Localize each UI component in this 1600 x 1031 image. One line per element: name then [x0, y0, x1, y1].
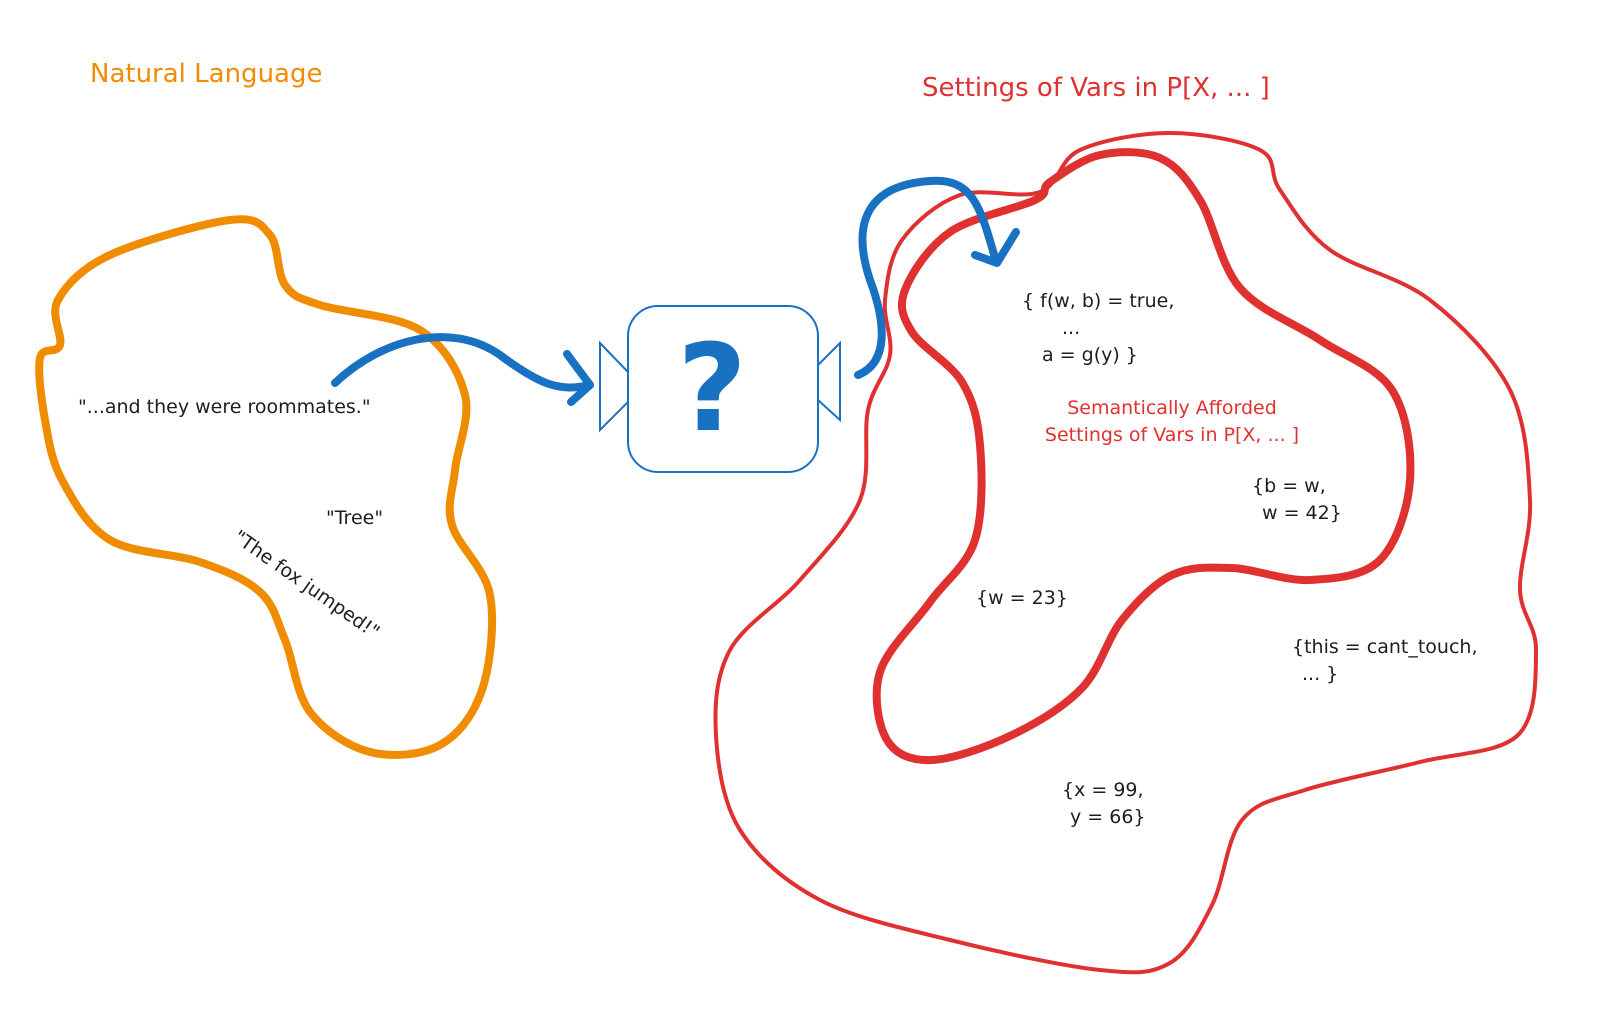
input-funnel-icon [599, 340, 629, 433]
setting-example: ... } [1302, 663, 1338, 685]
output-funnel-icon [817, 340, 841, 423]
afforded-label: Semantically Afforded [1067, 397, 1277, 419]
unknown-model-symbol: ? [677, 320, 747, 459]
setting-example: w = 42} [1262, 502, 1342, 524]
afforded-settings-region [872, 148, 1415, 765]
arrow-to-model [331, 333, 594, 406]
setting-example: {x = 99, [1062, 779, 1144, 801]
settings-title: Settings of Vars in P[X, ... ] [922, 73, 1270, 103]
setting-example: y = 66} [1070, 806, 1146, 828]
setting-example: { f(w, b) = true, [1022, 290, 1174, 312]
natural-language-region [35, 215, 497, 759]
nl-example: "...and they were roommates." [78, 396, 371, 418]
model-box [599, 305, 841, 473]
afforded-label: Settings of Vars in P[X, ... ] [1045, 424, 1299, 446]
setting-example: {w = 23} [976, 587, 1068, 609]
setting-example: {b = w, [1252, 475, 1326, 497]
settings-region-outer [713, 130, 1539, 975]
nl-example: "Tree" [326, 507, 383, 529]
arrow-from-model [854, 176, 1020, 379]
setting-example: a = g(y) } [1042, 344, 1138, 366]
setting-example: ... [1062, 317, 1080, 339]
natural-language-title: Natural Language [90, 59, 322, 89]
setting-example: {this = cant_touch, [1292, 636, 1477, 658]
